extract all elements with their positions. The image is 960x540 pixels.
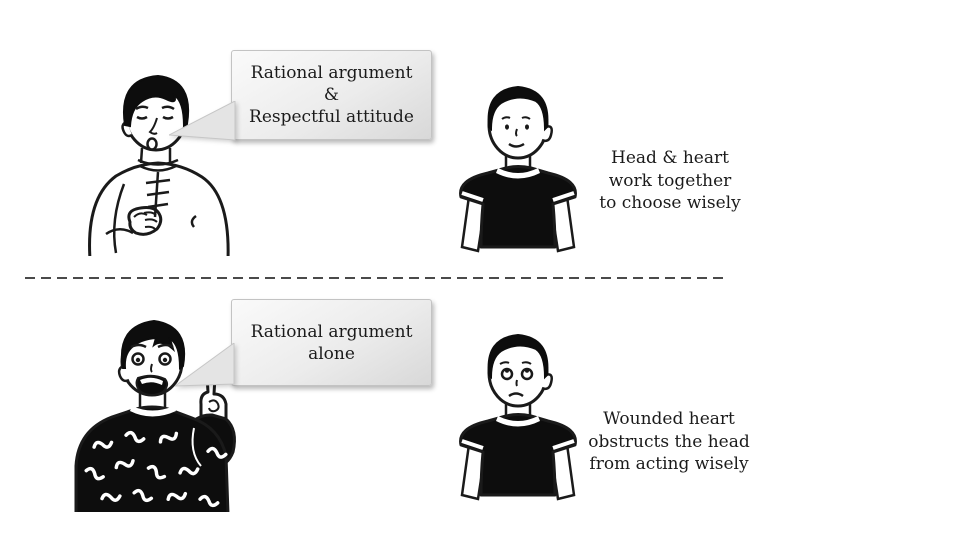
wounded-listener-illustration bbox=[456, 324, 580, 502]
bottom-caption: Wounded heart obstructs the head from ac… bbox=[570, 408, 768, 476]
wounded-listener-drawing bbox=[459, 333, 577, 501]
bottom-caption-line: from acting wisely bbox=[589, 454, 749, 474]
lecturing-speaker-illustration bbox=[68, 314, 252, 512]
calm-speaker-drawing bbox=[88, 74, 230, 256]
top-bubble-line: Rational argument bbox=[250, 63, 413, 83]
bottom-caption-line: Wounded heart bbox=[603, 409, 735, 429]
calm-speaker-illustration bbox=[78, 70, 236, 256]
top-bubble-line: & bbox=[323, 85, 340, 105]
calm-listener-illustration bbox=[456, 77, 580, 253]
bottom-bubble-line: alone bbox=[308, 343, 355, 364]
calm-listener-drawing bbox=[459, 85, 577, 253]
lecturing-speaker-drawing bbox=[74, 319, 236, 512]
bottom-speech-bubble: Rational argument alone bbox=[175, 299, 432, 387]
top-caption-line: to choose wisely bbox=[599, 193, 741, 213]
top-caption-line: Head & heart bbox=[611, 148, 729, 168]
bottom-caption-line: obstructs the head bbox=[588, 431, 750, 452]
top-speech-bubble: Rational argument & Respectful attitude bbox=[169, 50, 432, 141]
top-bubble-line: Respectful attitude bbox=[249, 107, 414, 127]
bottom-bubble-line: Rational argument bbox=[250, 321, 413, 342]
top-caption: Head & heart work together to choose wis… bbox=[578, 147, 762, 215]
bottom-speech-bubble-tail bbox=[175, 343, 235, 387]
top-speech-bubble-tail bbox=[169, 101, 236, 141]
top-caption-line: work together bbox=[608, 170, 732, 191]
section-divider bbox=[25, 277, 729, 279]
sweater-squiggle-pattern bbox=[84, 430, 228, 508]
